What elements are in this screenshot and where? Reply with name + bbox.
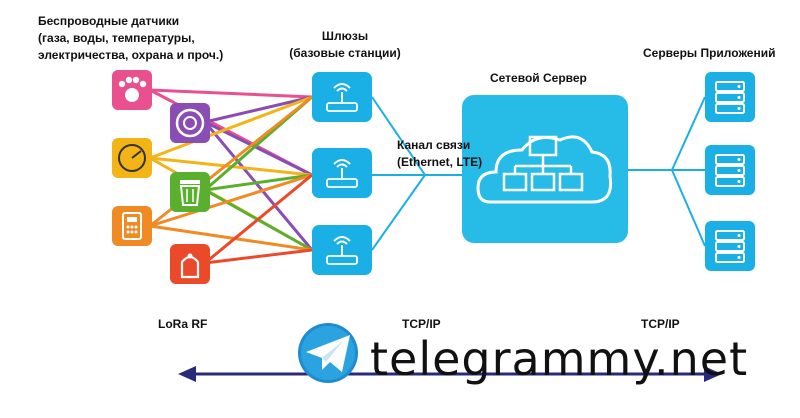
sensors-title: Беспроводные датчики (газа, воды, темпер… xyxy=(38,13,223,64)
gateways-title: Шлюзы (базовые станции) xyxy=(280,28,410,62)
gateways-title-line-1: Шлюзы xyxy=(321,29,369,43)
network-server-label: Сетевой Сервер xyxy=(490,71,587,85)
channel-label-line-1: Канал связи xyxy=(397,138,471,152)
protocol-arrow xyxy=(178,366,722,382)
alarm-tag-icon xyxy=(170,244,210,284)
gateway-3 xyxy=(312,225,372,275)
server-rack-icon xyxy=(705,221,755,271)
app-servers-label: Серверы Приложений xyxy=(643,46,776,60)
sensors-title-line-3: электричества, охрана и проч.) xyxy=(38,48,224,62)
pet-sensor-icon xyxy=(112,70,152,110)
waste-bin-sensor-icon xyxy=(170,172,210,212)
gateway-2 xyxy=(312,148,372,198)
network-server-cloud-icon xyxy=(462,95,628,243)
server-rack-icon xyxy=(705,72,755,122)
smoke-detector-icon xyxy=(170,103,210,143)
server-rack-icon xyxy=(705,145,755,195)
gauge-meter-icon xyxy=(112,138,152,178)
lora-rf-label: LoRa RF xyxy=(158,317,208,331)
server-app-links xyxy=(628,96,706,247)
sensors-title-line-2: (газа, воды, температуры, xyxy=(38,31,195,45)
gateway-1 xyxy=(312,72,372,122)
electric-meter-icon xyxy=(112,206,152,246)
tcp-ip-label-2: TCP/IP xyxy=(641,317,680,331)
channel-label: Канал связи (Ethernet, LTE) xyxy=(397,137,482,171)
telegram-logo-icon xyxy=(298,323,358,383)
sensors-title-line-1: Беспроводные датчики xyxy=(38,14,180,28)
gateways-title-line-2: (базовые станции) xyxy=(289,46,401,60)
channel-label-line-2: (Ethernet, LTE) xyxy=(397,155,483,169)
gateway-server-links xyxy=(371,96,462,251)
tcp-ip-label-1: TCP/IP xyxy=(402,317,441,331)
watermark-text: telegrammy.net xyxy=(370,332,749,386)
